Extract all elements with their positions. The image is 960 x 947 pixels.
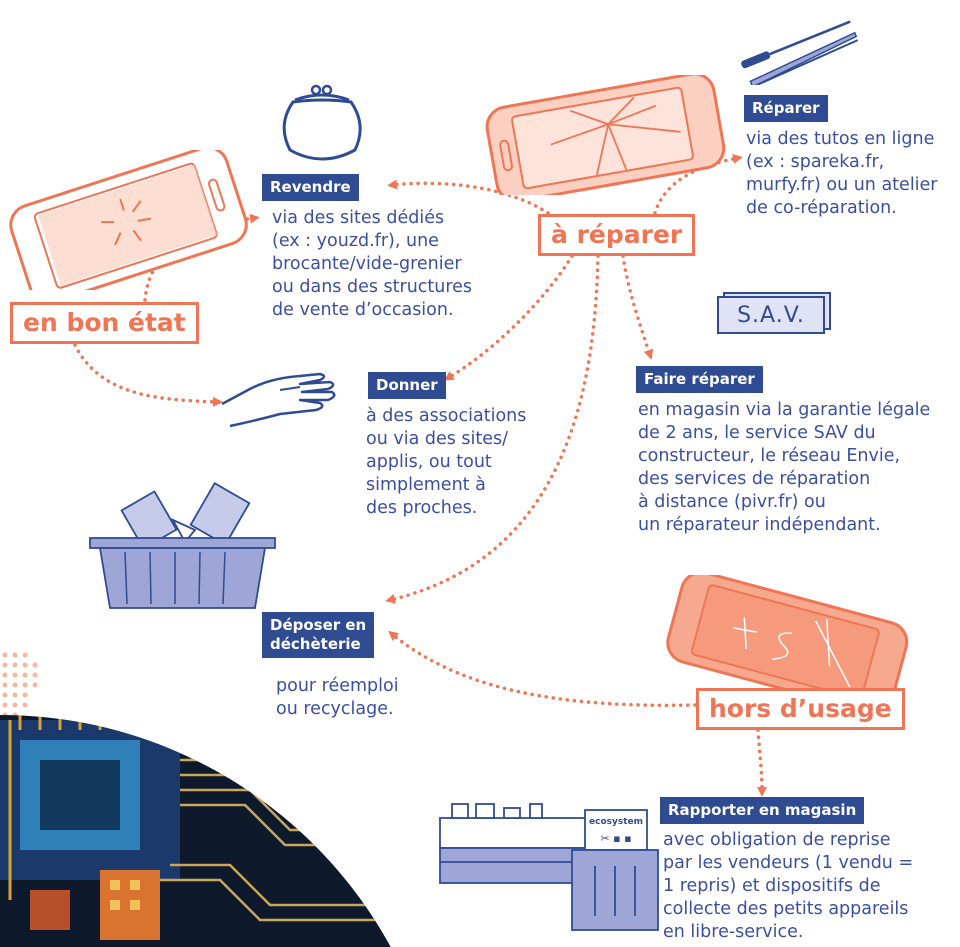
donner-line: des proches. — [366, 498, 478, 518]
open-hand-icon — [221, 372, 336, 428]
rapporter-line: par les vendeurs (1 vendu = — [663, 853, 914, 873]
rapporter-tag: Rapporter en magasin — [660, 797, 865, 824]
faire-reparer-line: constructeur, le réseau Envie, — [638, 446, 901, 466]
decheterie-tag-line: déchèterie — [270, 635, 361, 653]
faire-reparer-line: à distance (pivr.fr) ou — [638, 492, 826, 512]
faire-reparer-line: de 2 ans, le service SAV du — [638, 423, 876, 443]
revendre-line: de vente d’occasion. — [272, 300, 454, 320]
rapporter-line: avec obligation de reprise — [663, 830, 891, 850]
faire-reparer-line: en magasin via la garantie légale — [638, 400, 931, 420]
ecosystem-label: ecosystem — [589, 817, 643, 827]
rapporter-line: collecte des petits appareils — [663, 899, 909, 919]
state-repair-box: à réparer — [538, 214, 696, 256]
revendre-line: (ex : youzd.fr), une — [272, 231, 439, 251]
store-building-icon — [439, 803, 596, 884]
faire-reparer-line: des services de réparation — [638, 469, 871, 489]
reparer-line: via des tutos en ligne — [746, 129, 935, 149]
collection-box-icon: ecosystem ✂ ▪ ▪ — [571, 809, 659, 931]
sav-sign: S.A.V. — [717, 292, 831, 334]
faire-reparer-tag: Faire réparer — [636, 366, 763, 393]
reparer-tag: Réparer — [744, 95, 828, 122]
donner-line: à des associations — [366, 406, 527, 426]
revendre-line: brocante/vide-grenier — [272, 254, 462, 274]
phone-broken-screen-illustration — [485, 75, 726, 195]
donner-line: simplement à — [366, 475, 486, 495]
arrow-repair-to-faire-reparer — [621, 254, 654, 360]
decheterie-tag-line: Déposer en — [270, 616, 367, 634]
donner-description: à des associations ou via des sites/ app… — [366, 405, 526, 520]
phone-good-illustration — [9, 150, 248, 290]
arrow-broken-to-decheterie — [388, 630, 697, 708]
revendre-tag: Revendre — [262, 174, 359, 201]
state-good-box: en bon état — [10, 302, 199, 344]
faire-reparer-description: en magasin via la garantie légale de 2 a… — [638, 399, 930, 537]
sav-sign-text: S.A.V. — [717, 296, 825, 334]
decheterie-tag: Déposer en déchèterie — [262, 612, 375, 658]
rapporter-description: avec obligation de reprise par les vende… — [663, 829, 913, 944]
arrow-repair-to-reparer — [653, 153, 743, 215]
state-broken-box: hors d’usage — [696, 688, 905, 730]
rapporter-line: en libre-service. — [663, 922, 804, 942]
reparer-line: de co-réparation. — [746, 198, 897, 218]
donner-tag: Donner — [368, 372, 446, 399]
rapporter-line: 1 repris) et dispositifs de — [663, 876, 881, 896]
arrow-broken-to-rapporter — [756, 728, 767, 797]
arrow-repair-to-donner — [443, 254, 574, 381]
revendre-description: via des sites dédiés (ex : youzd.fr), un… — [272, 207, 472, 322]
phone-out-of-use-illustration — [666, 575, 909, 705]
decheterie-description: pour réemploi ou recyclage. — [276, 675, 399, 721]
decheterie-line: ou recyclage. — [276, 699, 394, 719]
collection-symbols: ✂ ▪ ▪ — [600, 832, 631, 845]
dumpster-icon — [89, 481, 276, 609]
reparer-line: (ex : spareka.fr, — [746, 152, 885, 172]
reparer-line: murfy.fr) ou un atelier — [746, 175, 938, 195]
faire-reparer-line: un réparateur indépendant. — [638, 515, 881, 535]
revendre-line: via des sites dédiés — [272, 208, 445, 228]
arrow-good-to-donner — [73, 343, 223, 407]
donner-line: applis, ou tout — [366, 452, 492, 472]
purse-icon — [282, 84, 362, 161]
revendre-line: ou dans des structures — [272, 277, 473, 297]
decheterie-line: pour réemploi — [276, 676, 399, 696]
circuit-board-photo — [0, 715, 445, 947]
donner-line: ou via des sites/ — [366, 429, 509, 449]
repair-tools-icon — [741, 20, 859, 85]
reparer-description: via des tutos en ligne (ex : spareka.fr,… — [746, 128, 938, 220]
